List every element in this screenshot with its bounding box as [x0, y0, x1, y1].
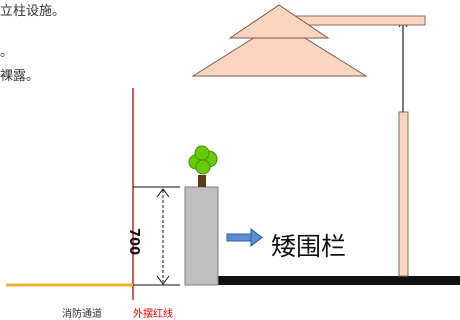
- umbrella-canopy-upper: [228, 4, 330, 39]
- ground-slab: [218, 276, 460, 285]
- arrow-icon: [226, 227, 263, 248]
- red-line-label: 外摆红线: [133, 309, 173, 320]
- height-dimension: [133, 186, 180, 286]
- umbrella-canopy-lower: [191, 21, 368, 77]
- text-line-2: 。: [0, 45, 14, 60]
- umbrella-pole: [398, 111, 409, 277]
- height-label: 700: [126, 228, 141, 256]
- umbrella-arm: [289, 15, 426, 26]
- fence-wall: [184, 186, 219, 286]
- text-line-1: 立柱设施。: [0, 4, 66, 19]
- tree-icon: [188, 145, 218, 187]
- fence-label: 矮围栏: [271, 232, 347, 261]
- text-line-3: 裸露。: [0, 69, 40, 84]
- fire-lane-label: 消防通道: [62, 309, 102, 320]
